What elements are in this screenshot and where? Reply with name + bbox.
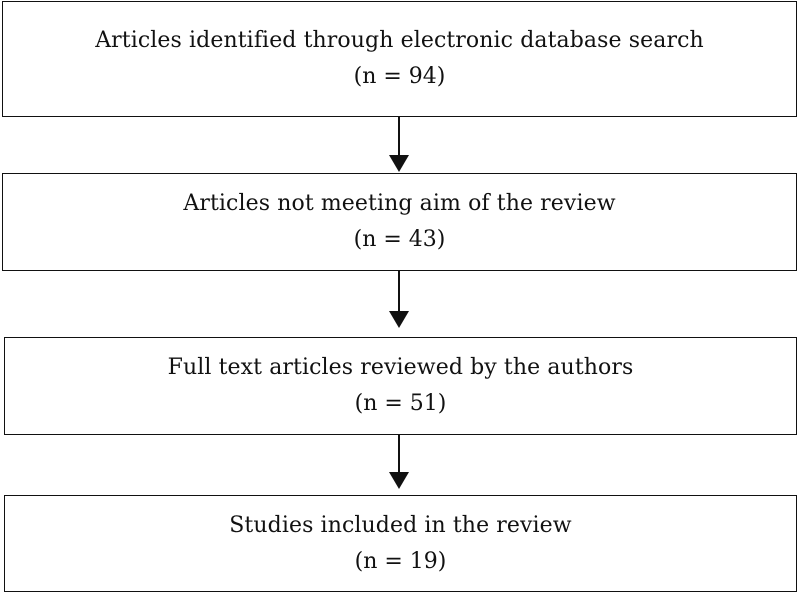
flow-box-full-text: Full text articles reviewed by the autho… [4,337,797,435]
flow-box-excluded-count: (n = 43) [353,227,446,252]
arrow-3 [389,435,409,489]
arrow-2-head [389,311,409,328]
arrow-3-head [389,472,409,489]
flow-box-excluded: Articles not meeting aim of the review (… [2,173,797,271]
flow-box-full-text-count: (n = 51) [354,391,447,416]
flow-box-excluded-label: Articles not meeting aim of the review [183,191,616,216]
arrow-1-head [389,155,409,172]
arrow-2 [389,271,409,328]
flow-box-full-text-label: Full text articles reviewed by the autho… [167,355,634,380]
flow-box-identified: Articles identified through electronic d… [2,1,797,117]
flow-box-included: Studies included in the review (n = 19) [4,495,797,592]
flow-box-included-label: Studies included in the review [229,512,572,538]
arrow-1 [389,117,409,172]
flow-box-included-count: (n = 19) [354,548,447,574]
flow-box-identified-count: (n = 94) [353,64,446,89]
flow-box-identified-label: Articles identified through electronic d… [95,28,704,53]
